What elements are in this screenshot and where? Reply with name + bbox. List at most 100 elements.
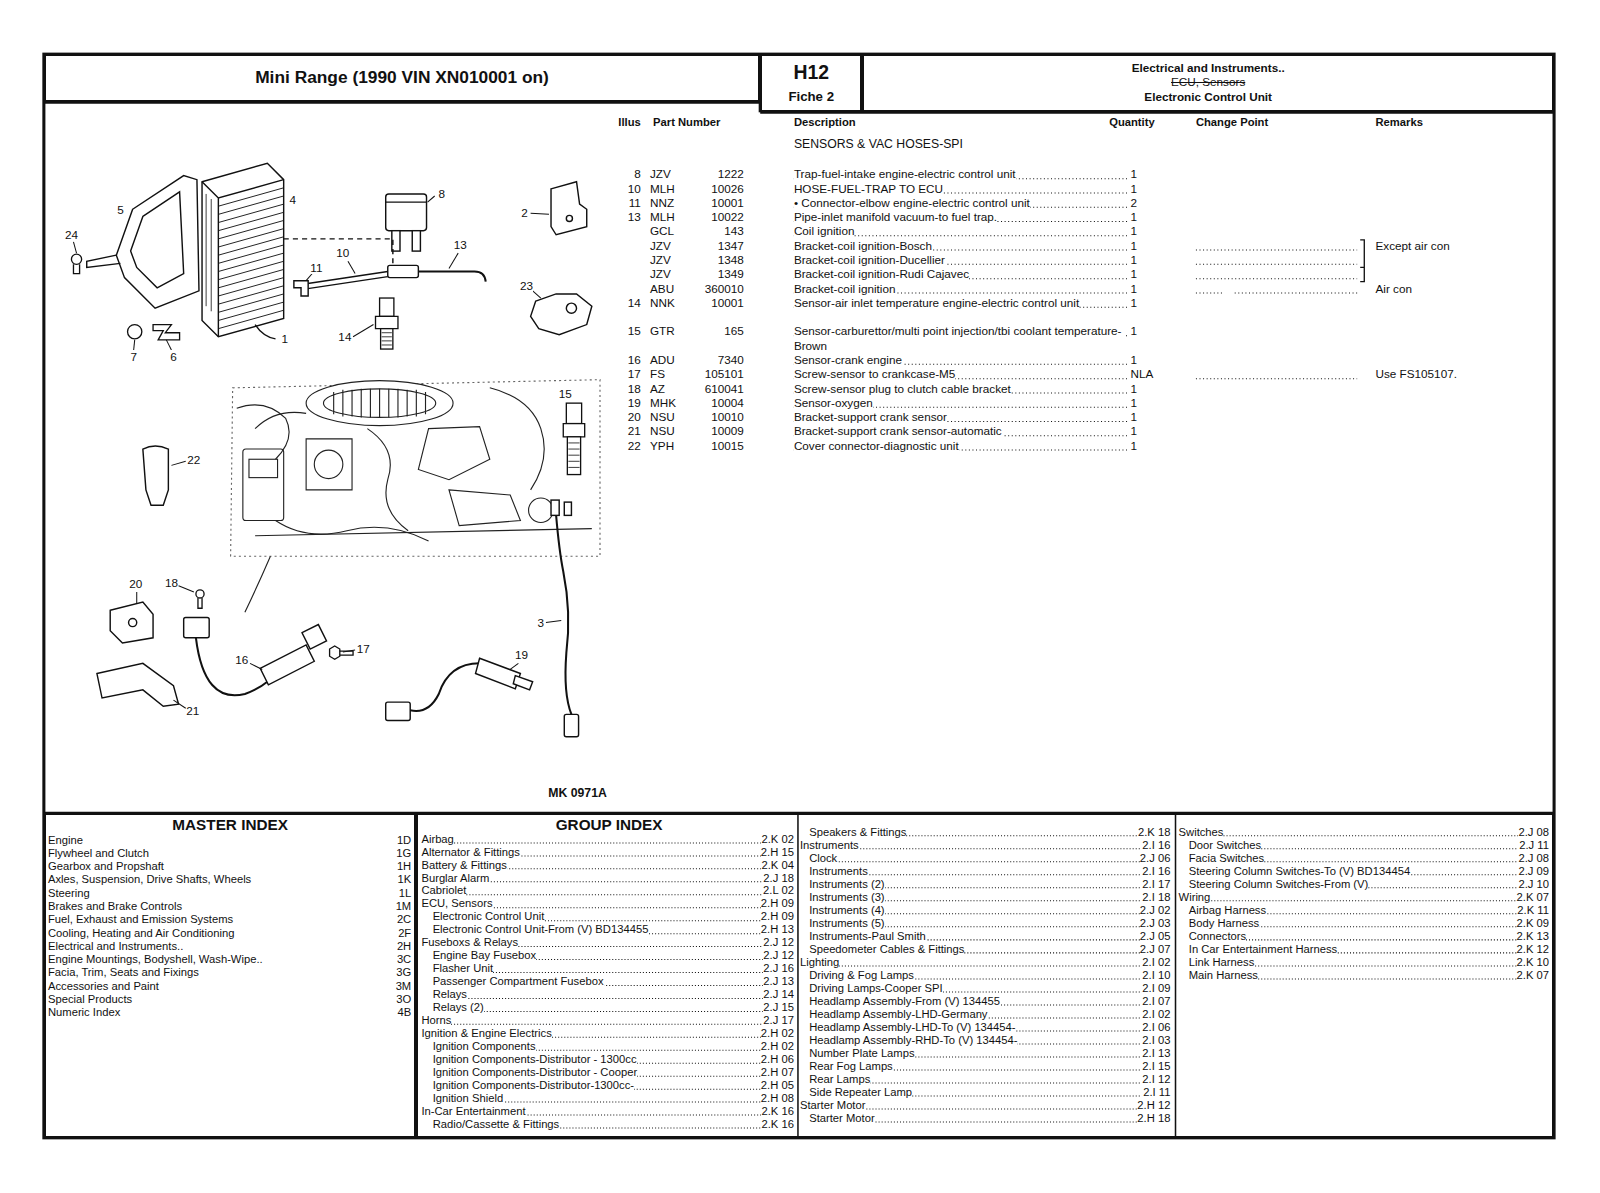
callout-number: 16 bbox=[235, 653, 248, 666]
group-entry: Instruments bbox=[800, 839, 859, 852]
group-code: 2.J 10 bbox=[1518, 878, 1549, 891]
part-prefix: JZV bbox=[650, 239, 671, 253]
group-code: 2.H 09 bbox=[761, 910, 794, 923]
callout-number: 3 bbox=[538, 616, 545, 629]
part-number: 10009 bbox=[711, 424, 744, 438]
panel-heading: H12 bbox=[762, 61, 860, 83]
group-entry: Relays bbox=[433, 988, 467, 1001]
group-code: 2.L 02 bbox=[763, 884, 794, 897]
group-entry: ECU, Sensors bbox=[421, 897, 492, 910]
panel-heading: Mini Range (1990 VIN XN010001 on) bbox=[46, 68, 758, 88]
group-entry: Airbag bbox=[421, 833, 453, 846]
callout-number: 5 bbox=[117, 203, 124, 216]
illus-number: 14 bbox=[628, 296, 641, 310]
index-code: 1G bbox=[396, 847, 411, 860]
part-number: 10022 bbox=[711, 210, 744, 224]
quantity: 1 bbox=[1131, 167, 1138, 181]
group-entry: Headlamp Assembly-RHD-To (V) 134454- bbox=[809, 1034, 1017, 1047]
index-entry: Accessories and Paint bbox=[48, 980, 159, 993]
part-prefix: YPH bbox=[650, 439, 674, 453]
illus-number: 11 bbox=[629, 196, 641, 210]
group-entry: Ignition Components bbox=[433, 1040, 536, 1053]
group-code: 2.I 02 bbox=[1142, 1008, 1170, 1021]
group-code: 2.I 18 bbox=[1142, 891, 1170, 904]
part-number: 610041 bbox=[705, 382, 744, 396]
section-heading: SENSORS & VAC HOSES-SPI bbox=[794, 137, 963, 151]
index-code: 4B bbox=[397, 1006, 411, 1019]
group-entry: Electronic Control Unit bbox=[433, 910, 545, 923]
part-number: 10010 bbox=[711, 410, 744, 424]
dot-leader bbox=[1181, 900, 1519, 901]
dot-leader bbox=[802, 965, 1140, 966]
group-entry: Headlamp Assembly-LHD-Germany bbox=[809, 1008, 987, 1021]
part-prefix: NNZ bbox=[650, 196, 674, 210]
index-code: 1H bbox=[397, 860, 411, 873]
change-point-marks bbox=[1196, 240, 1364, 379]
callout-number: 14 bbox=[338, 330, 351, 343]
group-entry: Starter Motor bbox=[800, 1099, 865, 1112]
index-panel: Mini Range (1990 VIN XN010001 on) bbox=[44, 54, 760, 102]
group-entry: Ignition Components-Distributor - 1300cc bbox=[433, 1053, 637, 1066]
group-code: 2.H 07 bbox=[761, 1066, 794, 1079]
part-description: Trap-fuel-intake engine-electric control… bbox=[794, 167, 1016, 181]
column-header: Part Number bbox=[653, 116, 720, 129]
part-number: 165 bbox=[724, 324, 744, 338]
group-entry: Instruments (3) bbox=[809, 891, 884, 904]
brackets-2-23 bbox=[531, 182, 592, 335]
illus-number: 10 bbox=[628, 182, 641, 196]
quantity: 1 bbox=[1131, 239, 1138, 253]
dot-leader bbox=[435, 1011, 764, 1012]
part-description: Bracket-support crank sensor bbox=[794, 410, 947, 424]
quantity: 1 bbox=[1131, 253, 1138, 267]
index-entry: Gearbox and Propshaft bbox=[48, 860, 164, 873]
part-prefix: FS bbox=[650, 367, 665, 381]
group-code: 2.H 02 bbox=[761, 1040, 794, 1053]
callout-number: 21 bbox=[186, 704, 199, 717]
part-prefix: JZV bbox=[650, 267, 671, 281]
part-description: Sensor-air inlet temperature engine-elec… bbox=[794, 296, 1079, 310]
panel-heading: Fiche 2 bbox=[762, 89, 860, 104]
group-code: 2.J 13 bbox=[763, 975, 794, 988]
part-prefix: NSU bbox=[650, 410, 675, 424]
part-prefix: JZV bbox=[650, 253, 671, 267]
quantity: 1 bbox=[1131, 182, 1138, 196]
index-entry: Numeric Index bbox=[48, 1006, 120, 1019]
quantity: 1 bbox=[1131, 382, 1138, 396]
part-prefix: NSU bbox=[650, 424, 675, 438]
part-prefix: GCL bbox=[650, 224, 674, 238]
column-header: Quantity bbox=[1109, 116, 1155, 129]
index-entry: Flywheel and Clutch bbox=[48, 847, 149, 860]
index-code: 1K bbox=[397, 873, 411, 886]
quantity: 1 bbox=[1131, 210, 1138, 224]
illus-number: 17 bbox=[628, 367, 641, 381]
group-entry: Driving & Fog Lamps bbox=[809, 969, 914, 982]
part-description: Screw-sensor plug to clutch cable bracke… bbox=[794, 382, 1011, 396]
part-number: 1348 bbox=[718, 253, 744, 267]
part-prefix: GTR bbox=[650, 324, 675, 338]
part-description: Coil ignition bbox=[794, 224, 855, 238]
quantity: 1 bbox=[1131, 224, 1138, 238]
callout-number: 15 bbox=[559, 387, 572, 400]
group-entry: Flasher Unit bbox=[433, 962, 493, 975]
group-entry: Facia Switches bbox=[1189, 852, 1264, 865]
part-description: Bracket-coil ignition-Bosch bbox=[794, 239, 932, 253]
group-code: 2.I 06 bbox=[1142, 1021, 1170, 1034]
group-code: 2.K 04 bbox=[761, 859, 793, 872]
group-code: 2.K 09 bbox=[1517, 917, 1549, 930]
group-code: 2.I 03 bbox=[1142, 1034, 1170, 1047]
part-prefix: ABU bbox=[650, 282, 674, 296]
group-entry: Ignition Shield bbox=[433, 1092, 503, 1105]
harness-lead bbox=[551, 500, 579, 737]
group-entry: Steering Column Switches-To (V) BD134454 bbox=[1189, 865, 1410, 878]
group-code: 2.K 11 bbox=[1517, 904, 1549, 917]
quantity: 1 bbox=[1131, 396, 1138, 410]
group-entry: Wiring bbox=[1179, 891, 1211, 904]
ecu-unit bbox=[202, 163, 284, 339]
quantity: 1 bbox=[1131, 324, 1138, 338]
group-entry: Switches bbox=[1179, 826, 1224, 839]
group-code: 2.H 02 bbox=[761, 1027, 794, 1040]
callout-number: 11 bbox=[310, 261, 322, 274]
part-description: Bracket-support crank sensor-automatic bbox=[794, 424, 1002, 438]
group-code: 2.H 13 bbox=[761, 923, 794, 936]
illus-number: 18 bbox=[628, 382, 641, 396]
